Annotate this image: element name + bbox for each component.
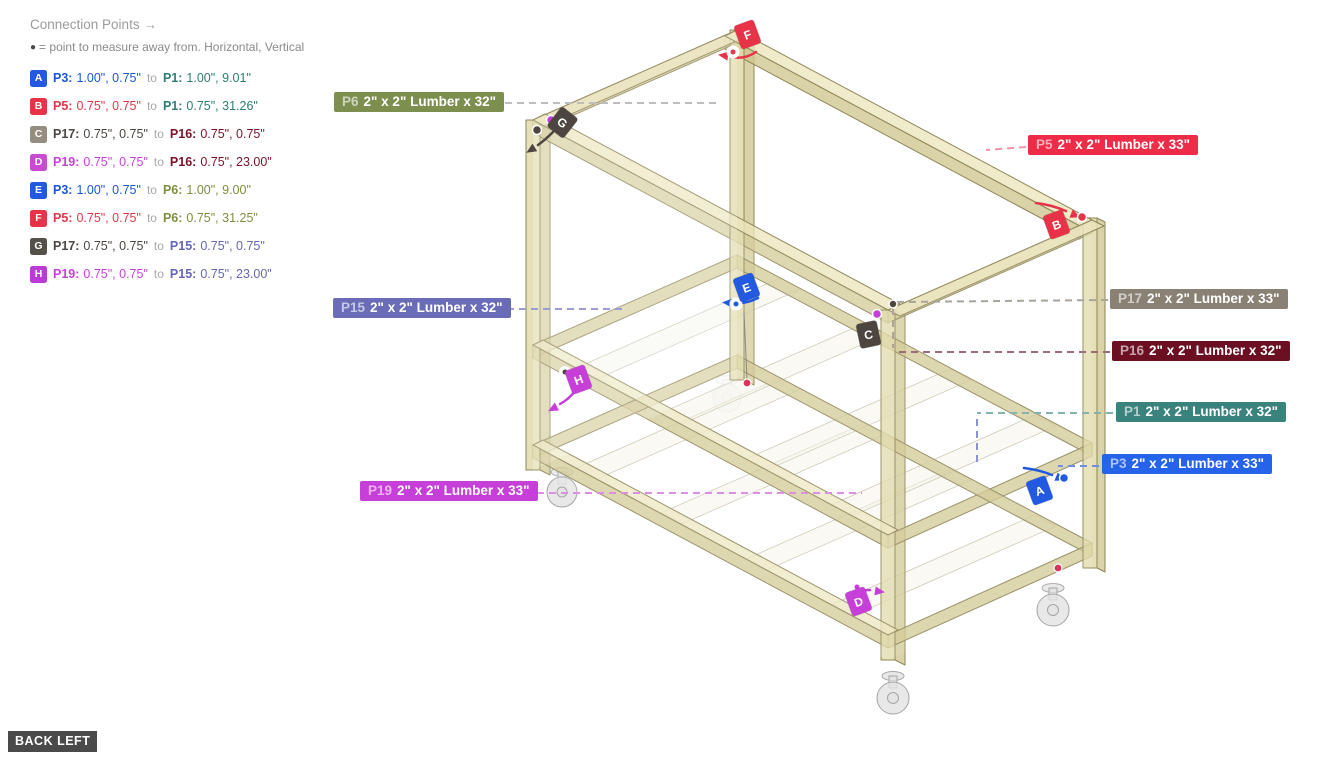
from-part: P19:	[53, 267, 80, 281]
to-values: 1.00", 9.00"	[186, 183, 251, 197]
to-word: to	[153, 155, 164, 169]
to-word: to	[146, 99, 157, 113]
connection-row-g[interactable]: G P17: 0.75", 0.75" to P15: 0.75", 0.75"	[30, 232, 272, 260]
connection-row-f[interactable]: F P5: 0.75", 0.75" to P6: 0.75", 31.25"	[30, 204, 272, 232]
from-values: 0.75", 0.75"	[83, 267, 148, 281]
to-word: to	[146, 71, 157, 85]
part-label-p19[interactable]: P19 2" x 2" Lumber x 33"	[360, 481, 538, 501]
to-part: P15:	[169, 239, 197, 253]
to-values: 0.75", 23.00"	[200, 267, 272, 281]
lumber-posts	[525, 29, 1098, 661]
from-values: 0.75", 0.75"	[83, 127, 148, 141]
part-desc: 2" x 2" Lumber x 33"	[397, 483, 530, 498]
connection-letter-badge: A	[30, 69, 47, 87]
page-title[interactable]: Connection Points →	[30, 17, 157, 32]
to-values: 0.75", 31.26"	[186, 99, 258, 113]
part-id: P19	[368, 483, 393, 498]
part-desc: 2" x 2" Lumber x 32"	[1149, 343, 1282, 358]
to-values: 0.75", 23.00"	[200, 155, 272, 169]
to-part: P15:	[169, 267, 197, 281]
lumber-top-faces	[532, 29, 1105, 636]
part-desc: 2" x 2" Lumber x 32"	[1145, 404, 1279, 419]
from-part: P19:	[53, 155, 80, 169]
measure-dot-icon: ●	[30, 42, 37, 53]
part-desc: 2" x 2" Lumber x 33"	[1147, 291, 1280, 306]
from-part: P5:	[53, 211, 73, 225]
to-word: to	[146, 183, 157, 197]
from-part: P17:	[53, 127, 80, 141]
connection-letter-badge: C	[30, 125, 47, 143]
to-values: 0.75", 0.75"	[200, 127, 265, 141]
to-part: P16:	[169, 155, 197, 169]
leader-lines	[505, 102, 1113, 494]
to-values: 1.00", 9.01"	[186, 71, 251, 85]
part-id: P16	[1120, 343, 1145, 358]
part-desc: 2" x 2" Lumber x 32"	[370, 300, 503, 315]
leader-p5	[985, 146, 1027, 151]
from-part: P3:	[53, 183, 73, 197]
to-values: 0.75", 0.75"	[200, 239, 265, 253]
from-values: 0.75", 0.75"	[83, 239, 148, 253]
to-word: to	[153, 127, 164, 141]
connection-row-d[interactable]: D P19: 0.75", 0.75" to P16: 0.75", 23.00…	[30, 148, 272, 176]
connection-row-e[interactable]: E P3: 1.00", 0.75" to P6: 1.00", 9.00"	[30, 176, 272, 204]
part-id: P3	[1110, 456, 1127, 471]
part-desc: 2" x 2" Lumber x 33"	[1057, 137, 1191, 152]
to-part: P6:	[162, 183, 183, 197]
connection-letter-badge: H	[30, 265, 47, 283]
to-part: P1:	[162, 71, 183, 85]
connection-letter-badge: B	[30, 97, 47, 115]
from-part: P5:	[53, 99, 73, 113]
connection-letter-badge: F	[30, 209, 47, 227]
connection-row-c[interactable]: C P17: 0.75", 0.75" to P16: 0.75", 0.75"	[30, 120, 272, 148]
part-label-p1[interactable]: P1 2" x 2" Lumber x 32"	[1116, 402, 1287, 422]
to-part: P16:	[169, 127, 197, 141]
caster-front	[876, 671, 910, 715]
to-part: P6:	[162, 211, 183, 225]
connection-letter-badge: E	[30, 181, 47, 199]
to-values: 0.75", 31.25"	[186, 211, 258, 225]
from-values: 0.75", 0.75"	[76, 99, 141, 113]
to-word: to	[146, 211, 157, 225]
measure-origin-dots	[559, 45, 863, 593]
connection-letter-badge: G	[30, 237, 47, 255]
to-word: to	[153, 239, 164, 253]
from-values: 0.75", 0.75"	[76, 211, 141, 225]
frosted-panels	[533, 30, 1092, 660]
part-id: P15	[341, 300, 366, 315]
connection-row-a[interactable]: A P3: 1.00", 0.75" to P1: 1.00", 9.01"	[30, 64, 272, 92]
part-id: P17	[1118, 291, 1143, 306]
lumber-side-faces	[532, 29, 1106, 666]
from-values: 0.75", 0.75"	[83, 155, 148, 169]
connection-letter-badge: D	[30, 153, 47, 171]
connection-legend: A P3: 1.00", 0.75" to P1: 1.00", 9.01" B…	[30, 64, 272, 288]
from-part: P3:	[53, 71, 73, 85]
part-desc: 2" x 2" Lumber x 33"	[1131, 456, 1265, 471]
caster-right	[1036, 583, 1070, 627]
part-id: P5	[1036, 137, 1053, 152]
to-word: to	[153, 267, 164, 281]
from-values: 1.00", 0.75"	[76, 183, 141, 197]
from-values: 1.00", 0.75"	[76, 71, 141, 85]
part-label-p16[interactable]: P16 2" x 2" Lumber x 32"	[1112, 341, 1290, 361]
connection-row-b[interactable]: B P5: 0.75", 0.75" to P1: 0.75", 31.26"	[30, 92, 272, 120]
view-orientation-badge: BACK LEFT	[8, 731, 98, 752]
to-part: P1:	[162, 99, 183, 113]
part-desc: 2" x 2" Lumber x 32"	[363, 94, 497, 109]
part-label-p17[interactable]: P17 2" x 2" Lumber x 33"	[1110, 289, 1288, 309]
plumb-line	[743, 311, 748, 380]
connection-row-h[interactable]: H P19: 0.75", 0.75" to P15: 0.75", 23.00…	[30, 260, 272, 288]
part-label-p6[interactable]: P6 2" x 2" Lumber x 32"	[334, 92, 505, 112]
part-label-p15[interactable]: P15 2" x 2" Lumber x 32"	[333, 298, 511, 318]
part-label-p3[interactable]: P3 2" x 2" Lumber x 33"	[1102, 454, 1273, 474]
part-id: P1	[1124, 404, 1141, 419]
lumber-frame	[525, 29, 1106, 666]
legend-note: ●= point to measure away from. Horizonta…	[30, 40, 305, 54]
from-part: P17:	[53, 239, 80, 253]
part-label-p5[interactable]: P5 2" x 2" Lumber x 33"	[1028, 135, 1199, 155]
part-id: P6	[342, 94, 359, 109]
